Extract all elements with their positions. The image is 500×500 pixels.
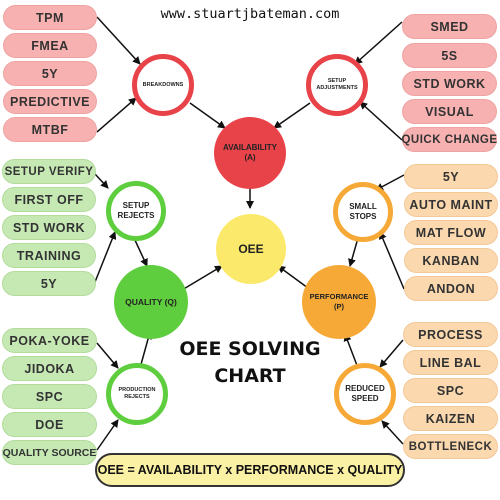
list-item-mat-flow: MAT FLOW [404,220,498,245]
setup-adjustments-node: SETUP ADJUSTMENTS [306,54,368,116]
reduced-speed-label-line2: SPEED [351,394,379,403]
performance-node: PERFORMANCE (P) [302,265,376,339]
setup-adjustments-label-line1: SETUP [327,78,347,84]
quality-node: QUALITY (Q) [114,265,188,339]
list-item-predictive: PREDICTIVE [3,89,97,114]
list-item-mtbf: MTBF [3,117,97,142]
production-rejects-label-line1: PRODUCTION [118,387,156,393]
setup-rejects-node: SETUP REJECTS [106,181,166,241]
list-item-line-bal: LINE BAL [403,350,498,375]
small-stops-label-line1: SMALL [349,202,377,211]
reduced-speed-node: REDUCED SPEED [334,363,396,425]
list-item-smed: SMED [402,14,497,39]
availability-label: AVAILABILITY [223,143,277,152]
chart-title-line1: OEE SOLVING [179,338,321,360]
oee-formula-text: OEE = AVAILABILITY x PERFORMANCE x QUALI… [97,463,403,477]
setup-rejects-label-line2: REJECTS [117,211,155,220]
list-item-kanban: KANBAN [404,248,498,273]
breakdowns-label: BREAKDOWNS [142,82,184,88]
chart-title-line2: CHART [214,365,286,387]
list-item-process: PROCESS [403,322,498,347]
availability-node: AVAILABILITY (A) [214,117,286,189]
chart-title: OEE SOLVING CHART [170,336,330,390]
quality-label: QUALITY (Q) [125,297,177,307]
list-item-andon: ANDON [404,276,498,301]
small-stops-label-line2: STOPS [349,212,377,221]
list-item-kaizen: KAIZEN [403,406,498,431]
list-item-5y: 5Y [2,271,96,296]
breakdowns-node: BREAKDOWNS [132,54,194,116]
list-item-auto-maint: AUTO MAINT [404,192,498,217]
list-item-visual: VISUAL [402,99,497,124]
list-item-fmea: FMEA [3,33,97,58]
setup-rejects-label-line1: SETUP [122,201,150,210]
oee-node: OEE [216,214,286,284]
list-item-5s: 5S [402,43,497,68]
list-item-quality-source: QUALITY SOURCE [2,440,97,465]
list-item-training: TRAINING [2,243,96,268]
list-item-first-off: FIRST OFF [2,187,96,212]
list-item-tpm: TPM [3,5,97,30]
performance-label: PERFORMANCE [309,292,369,301]
list-item-poka-yoke: POKA-YOKE [2,328,97,353]
reduced-speed-label-line1: REDUCED [345,384,385,393]
small-stops-node: SMALL STOPS [333,182,393,242]
list-item-5y: 5Y [3,61,97,86]
availability-sub: (A) [244,153,256,162]
list-item-std-work: STD WORK [402,71,497,96]
list-item-spc: SPC [403,378,498,403]
production-rejects-label-line2: REJECTS [124,394,150,400]
list-item-setup-verify: SETUP VERIFY [2,159,96,184]
list-item-5y: 5Y [404,164,498,189]
oee-formula: OEE = AVAILABILITY x PERFORMANCE x QUALI… [95,453,405,487]
list-item-doe: DOE [2,412,97,437]
performance-sub: (P) [333,302,344,311]
setup-adjustments-label-line2: ADJUSTMENTS [316,85,358,91]
list-item-jidoka: JIDOKA [2,356,97,381]
list-item-bottleneck: BOTTLENECK [403,434,498,459]
list-item-spc: SPC [2,384,97,409]
list-item-std-work: STD WORK [2,215,96,240]
oee-label: OEE [238,242,264,256]
list-item-quick-change: QUICK CHANGE [401,127,497,152]
production-rejects-node: PRODUCTION REJECTS [106,363,168,425]
website-url: www.stuartjbateman.com [160,6,340,22]
